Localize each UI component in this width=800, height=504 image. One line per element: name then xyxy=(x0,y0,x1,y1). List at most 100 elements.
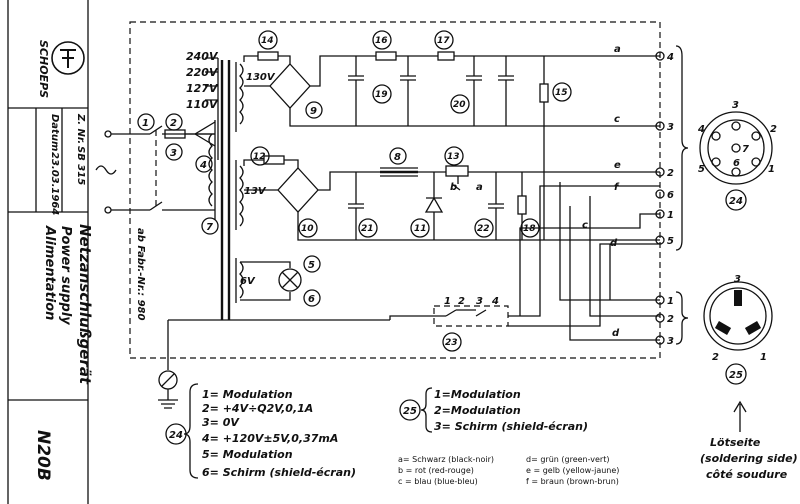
title-en: Power supply xyxy=(58,226,73,325)
mains-input xyxy=(95,121,216,214)
brand-text: SCHOEPS xyxy=(37,40,50,98)
title-de: Netzanschlußgerät xyxy=(76,224,94,385)
conn24-pin-3: 3 xyxy=(732,100,739,111)
component-16: 16 xyxy=(375,36,388,46)
terminal-upper-2: 2 xyxy=(667,168,674,179)
component-12: 12 xyxy=(253,152,266,162)
component-22: 22 xyxy=(477,224,490,234)
relay-contact-2: 2 xyxy=(458,296,465,307)
serial-note: ab Fabr.-Nr.: 980 xyxy=(135,228,146,321)
component-2: 2 xyxy=(170,118,177,129)
tap-110v: 110V xyxy=(186,98,219,111)
component-3: 3 xyxy=(170,148,177,159)
connector-24: 3 2 1 4 5 6 7 24 xyxy=(697,100,777,211)
conn24-pin-6: 6 xyxy=(733,158,740,169)
legend-25-ref: 25 xyxy=(403,406,417,417)
relay-23: 1 2 3 4 xyxy=(389,182,660,341)
resistor-14-icon xyxy=(257,51,279,61)
znr-label: Z. Nr. xyxy=(75,113,86,144)
enclosure-outline xyxy=(129,21,661,359)
znr-value: SB 315 xyxy=(75,146,86,185)
bridge-rectifier-10-icon xyxy=(277,167,319,213)
relay-contact-3: 3 xyxy=(476,296,483,307)
wire-e: e xyxy=(614,160,621,171)
solder-side-note: Lötseite (soldering side) côté soudure xyxy=(700,400,798,481)
conn25-pin-1: 1 xyxy=(760,352,767,363)
terminal-lower-1: 1 xyxy=(667,296,674,307)
terminal-upper-3: 3 xyxy=(667,122,674,133)
conn24-pin-2: 2 xyxy=(770,124,777,135)
component-9: 9 xyxy=(310,106,317,117)
ground-icon xyxy=(158,373,178,409)
component-21: 21 xyxy=(361,224,374,234)
model-number: N20B xyxy=(33,430,53,481)
component-23: 23 xyxy=(445,338,458,348)
color-d: d= grün (green-vert) xyxy=(526,455,609,464)
component-15: 15 xyxy=(555,88,568,98)
color-a: a= Schwarz (black-noir) xyxy=(398,455,494,464)
color-e: e = gelb (yellow-jaune) xyxy=(526,466,619,475)
conn25-pin-3: 3 xyxy=(734,274,741,285)
conn24-pin-4: 4 xyxy=(697,124,705,135)
switch-13-icon xyxy=(445,165,469,177)
legend-24: 24 1= Modulation 2= +4V÷Q2V,0,1A 3= 0V 4… xyxy=(165,383,356,479)
conn24-pin-1: 1 xyxy=(768,164,775,175)
terminal-lower-3: 3 xyxy=(667,336,674,347)
winding-13v: 13V xyxy=(244,186,267,197)
component-20: 20 xyxy=(453,100,466,110)
terminal-upper-4: 4 xyxy=(666,52,674,63)
component-13: 13 xyxy=(447,152,460,162)
component-6: 6 xyxy=(308,294,315,305)
arrow-up-icon xyxy=(733,400,747,432)
solder-note-en: (soldering side) xyxy=(700,452,798,465)
legend-25: 25 1=Modulation 2=Modulation 3= Schirm (… xyxy=(399,387,588,433)
component-17: 17 xyxy=(437,36,450,46)
color-c: c = blau (blue-bleu) xyxy=(398,477,478,486)
title-fr: Alimentation xyxy=(42,225,57,320)
power-transformer xyxy=(205,57,390,321)
resistor-17-icon xyxy=(437,51,455,61)
solder-note-fr: côté soudure xyxy=(706,468,788,481)
conn24-pin-5: 5 xyxy=(698,164,705,175)
resistor-18-icon xyxy=(517,195,527,215)
ground-terminal xyxy=(158,319,229,409)
resistor-15-icon xyxy=(539,83,549,103)
legend-24-ref: 24 xyxy=(169,430,183,441)
tap-127v: 127V xyxy=(186,82,219,95)
legend-24-line-4: 4= +120V±5V,0,37mA xyxy=(201,432,338,445)
switch-label-b: b xyxy=(450,182,457,193)
schoeps-logo: SCHOEPS xyxy=(37,40,85,98)
hv-branch xyxy=(243,51,660,240)
terminal-upper-5: 5 xyxy=(667,236,674,247)
legend-24-line-5: 5= Modulation xyxy=(202,448,293,461)
terminal-lower-2: 2 xyxy=(667,314,674,325)
component-14: 14 xyxy=(261,36,274,46)
line-1 xyxy=(519,213,660,316)
wire-d-mid: d xyxy=(610,238,618,249)
lv-branch xyxy=(243,155,660,241)
color-f: f = braun (brown-brun) xyxy=(526,477,619,486)
component-5: 5 xyxy=(308,260,315,271)
tap-240v: 240V xyxy=(186,50,219,63)
terminal-strip xyxy=(655,45,689,345)
wire-c: c xyxy=(614,114,620,125)
color-code: a= Schwarz (black-noir) b = rot (red-rou… xyxy=(398,455,619,486)
component-10: 10 xyxy=(301,224,314,234)
title-strip: SCHOEPS Z. Nr. SB 315 Datum 23.03.1964 N… xyxy=(7,0,94,504)
component-18: 18 xyxy=(523,224,536,234)
winding-130v: 130V xyxy=(246,72,276,83)
date-label: Datum xyxy=(49,114,60,151)
legend-24-line-2: 2= +4V÷Q2V,0,1A xyxy=(202,402,313,415)
relay-contact-4: 4 xyxy=(491,296,499,307)
line-5 xyxy=(508,243,660,327)
legend-25-line-3: 3= Schirm (shield-écran) xyxy=(434,420,588,433)
terminal-upper-6: 6 xyxy=(667,190,674,201)
wire-f: f xyxy=(614,182,620,193)
date-value: 23.03.1964 xyxy=(49,152,60,215)
legend-25-line-1: 1=Modulation xyxy=(434,388,521,401)
conn24-pin-7: 7 xyxy=(742,144,749,155)
winding-6v: 6V xyxy=(240,276,256,287)
conn24-ref: 24 xyxy=(729,196,743,207)
tap-220v: 220V xyxy=(186,66,219,79)
